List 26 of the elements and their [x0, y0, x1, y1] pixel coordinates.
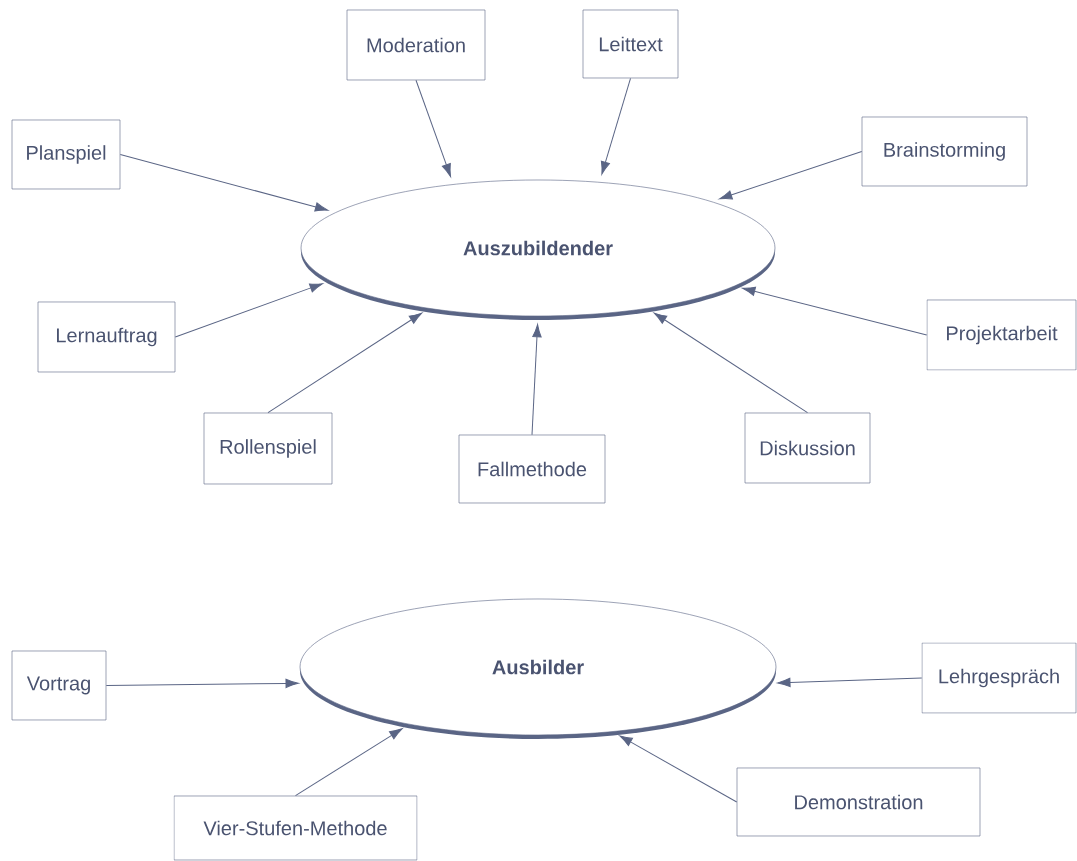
method-box: Moderation [346, 9, 486, 81]
method-box: Lehrgespräch [921, 642, 1077, 714]
arrow [415, 79, 452, 177]
method-box: Rollenspiel [203, 412, 333, 485]
arrow [119, 154, 329, 212]
method-box: Vortrag [11, 650, 107, 721]
method-box: Leittext [582, 9, 679, 79]
arrow [600, 77, 631, 175]
method-box: Diskussion [744, 412, 871, 484]
arrow [777, 677, 923, 688]
arrow [105, 678, 299, 689]
method-box: Planspiel [11, 119, 121, 190]
method-box: Vier-Stufen-Methode [173, 795, 418, 861]
method-box: Lernauftrag [37, 301, 176, 373]
method-box: Projektarbeit [926, 299, 1077, 371]
method-box: Fallmethode [458, 434, 606, 504]
arrow [295, 728, 403, 797]
arrow [531, 324, 542, 436]
arrow [619, 735, 738, 803]
arrow [174, 283, 323, 338]
method-box: Brainstorming [861, 116, 1028, 187]
method-box: Demonstration [736, 767, 981, 837]
arrow [742, 286, 928, 336]
arrow [267, 312, 423, 414]
arrow [719, 151, 863, 200]
arrow [653, 312, 808, 414]
